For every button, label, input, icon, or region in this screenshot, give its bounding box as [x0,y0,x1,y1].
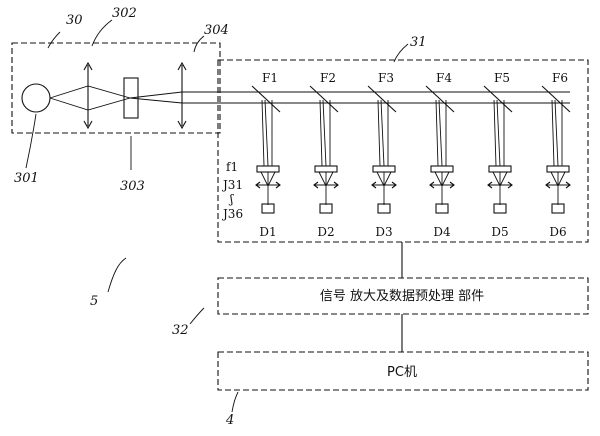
mirror-2 [309,85,339,113]
ref-303: 303 [120,179,145,194]
adjust-arrow-5 [487,181,513,189]
mirror-3 [367,85,397,113]
leader-4 [231,391,239,413]
lens-collimator [177,61,187,130]
leader-30 [47,31,61,49]
figure-mark-5: 5 [90,294,98,309]
filter-label-1: F1 [262,71,278,85]
j-range-mark: ʃ [228,192,234,206]
mirror-5 [483,85,513,113]
ref-4: 4 [225,413,234,428]
focus-ray-6 [550,171,566,205]
focus-ray-3 [376,171,392,205]
pc-box [217,351,589,391]
filter-label-6: F6 [552,71,568,85]
signal-amp-box [217,277,589,315]
f-label: f1 [226,160,238,174]
leader-32 [189,307,205,325]
ref-30: 30 [66,13,83,28]
lens-plate-6 [546,165,570,173]
detection-module-box [217,59,589,243]
chopper-303 [123,77,139,119]
focus-ray-2 [318,171,334,205]
mirror-4 [425,85,455,113]
leader-301 [25,113,37,169]
source-module-box [11,42,221,134]
detector-label-4: D4 [433,225,451,239]
detector-label-3: D3 [375,225,392,239]
adjust-arrow-4 [429,181,455,189]
signal-amp-label: 信号 放大及数据预处理 部件 [320,289,484,304]
detector-6 [551,203,565,214]
detector-label-6: D6 [549,225,566,239]
focus-ray-4 [434,171,450,205]
detector-3 [377,203,391,214]
j-first-label: J31 [221,178,243,192]
leader-31 [393,43,409,63]
adjust-arrow-3 [371,181,397,189]
detector-5 [493,203,507,214]
lens-plate-3 [372,165,396,173]
detector-label-5: D5 [491,225,508,239]
focus-ray-1 [260,171,276,205]
ref-302: 302 [112,6,137,21]
detector-4 [435,203,449,214]
lamp [21,83,51,113]
lens-plate-5 [488,165,512,173]
lens-plate-1 [256,165,280,173]
leader-302 [91,19,113,47]
filter-label-5: F5 [494,71,510,85]
ref-304: 304 [204,23,229,38]
lens-plate-2 [314,165,338,173]
lens-302 [83,61,93,130]
ref-31: 31 [410,35,427,50]
ray-2 [319,99,331,167]
mirror-6 [541,85,571,113]
ray-5 [493,99,505,167]
detector-label-1: D1 [259,225,276,239]
detector-label-2: D2 [317,225,334,239]
adjust-arrow-1 [255,181,281,189]
detector-2 [319,203,333,214]
ref-32: 32 [172,323,189,338]
ref-301: 301 [14,171,39,186]
ray-4 [435,99,447,167]
beam-lamp-to-lens [49,85,220,111]
ray-3 [377,99,389,167]
adjust-arrow-6 [545,181,571,189]
leader-304 [193,35,205,53]
filter-label-4: F4 [436,71,452,85]
detector-1 [261,203,275,214]
adjust-arrow-2 [313,181,339,189]
ray-1 [261,99,273,167]
pc-label: PC机 [387,365,417,380]
filter-label-3: F3 [378,71,394,85]
j-last-label: J36 [221,207,243,221]
leader-5 [107,257,127,293]
mirror-1 [251,85,281,113]
ray-6 [551,99,563,167]
lens-plate-4 [430,165,454,173]
focus-ray-5 [492,171,508,205]
filter-label-2: F2 [320,71,336,85]
